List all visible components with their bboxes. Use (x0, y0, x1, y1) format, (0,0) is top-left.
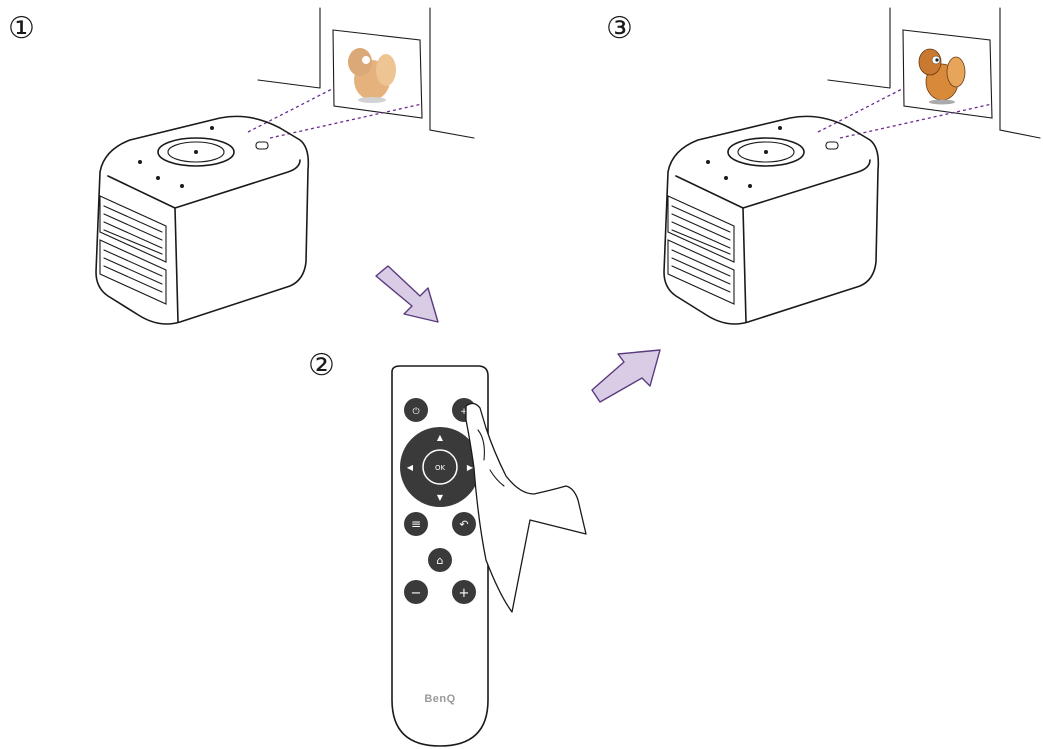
projector-device (96, 116, 308, 324)
projection-beam-3 (818, 88, 992, 138)
hand-icon (466, 403, 586, 612)
volume-down-button[interactable]: − (404, 580, 428, 604)
remote-control: ⏻ + OK ▲ ▼ ◀ ▶ ≡ ↶ ⌂ (392, 366, 586, 746)
volume-up-button[interactable]: + (452, 580, 476, 604)
ok-icon[interactable]: OK (435, 464, 446, 472)
home-icon: ⌂ (437, 554, 444, 567)
volume-down-icon: − (411, 586, 422, 601)
scene-3 (664, 8, 1040, 324)
squirrel-image-sharp (919, 49, 965, 105)
squirrel-image (348, 48, 396, 103)
left-arrow-icon[interactable]: ◀ (407, 463, 414, 472)
step-2-number: ② (308, 348, 335, 383)
arrow-to-result (592, 350, 660, 402)
back-button[interactable]: ↶ (452, 512, 476, 536)
projection-beam (248, 88, 422, 138)
brand-logo: BenQ (424, 693, 455, 705)
down-arrow-icon[interactable]: ▼ (437, 493, 444, 502)
projector-device-3 (664, 116, 878, 324)
menu-button[interactable]: ≡ (404, 512, 428, 536)
power-button[interactable]: ⏻ (404, 398, 428, 422)
step-1-number: ① (8, 11, 35, 46)
step-3-number: ③ (606, 11, 633, 46)
scene-1 (96, 8, 474, 324)
navigation-dpad[interactable]: OK ▲ ▼ ◀ ▶ (400, 427, 480, 507)
up-arrow-icon[interactable]: ▲ (437, 433, 444, 442)
power-icon: ⏻ (412, 406, 419, 417)
back-icon: ↶ (459, 518, 468, 531)
menu-icon: ≡ (411, 517, 421, 531)
home-button[interactable]: ⌂ (428, 548, 452, 572)
volume-up-icon: + (459, 586, 470, 601)
arrow-to-remote (376, 266, 438, 322)
